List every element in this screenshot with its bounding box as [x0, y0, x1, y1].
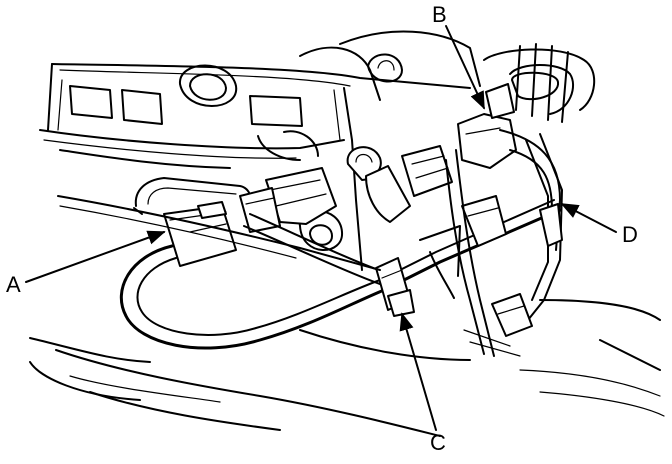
- callout-d: D: [622, 222, 638, 247]
- callout-a: A: [6, 272, 21, 297]
- callout-b: B: [432, 2, 447, 27]
- wire-harness: [119, 199, 562, 350]
- lower-frame: [29, 195, 665, 437]
- leader-line-a: [25, 230, 166, 283]
- callout-c: C: [430, 430, 446, 455]
- leader-line-b: [445, 25, 485, 110]
- sensor-cluster: [265, 145, 453, 251]
- right-harness: [419, 43, 596, 357]
- leader-line-c: [399, 312, 437, 431]
- engine-block: [39, 30, 481, 271]
- leader-line-d: [560, 203, 617, 233]
